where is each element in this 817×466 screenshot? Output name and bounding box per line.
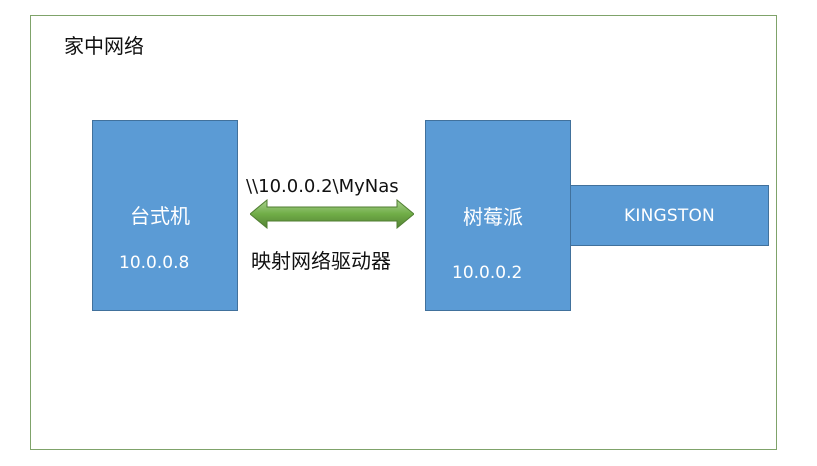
diagram-title: 家中网络 xyxy=(64,34,144,58)
desktop-name: 台式机 xyxy=(130,204,190,228)
usb-drive-name: KINGSTON xyxy=(624,206,715,226)
desktop-node: 台式机 10.0.0.8 xyxy=(92,120,238,311)
raspberry-pi-ip: 10.0.0.2 xyxy=(452,263,523,283)
home-network-frame xyxy=(30,15,777,450)
share-path-label: \\10.0.0.2\MyNas xyxy=(246,176,399,197)
raspberry-pi-name: 树莓派 xyxy=(463,205,523,229)
bidirectional-arrow-icon xyxy=(250,199,414,229)
usb-drive-node: KINGSTON xyxy=(570,185,769,246)
map-network-drive-label: 映射网络驱动器 xyxy=(251,249,391,273)
raspberry-pi-node: 树莓派 10.0.0.2 xyxy=(425,120,571,311)
desktop-ip: 10.0.0.8 xyxy=(119,253,190,273)
